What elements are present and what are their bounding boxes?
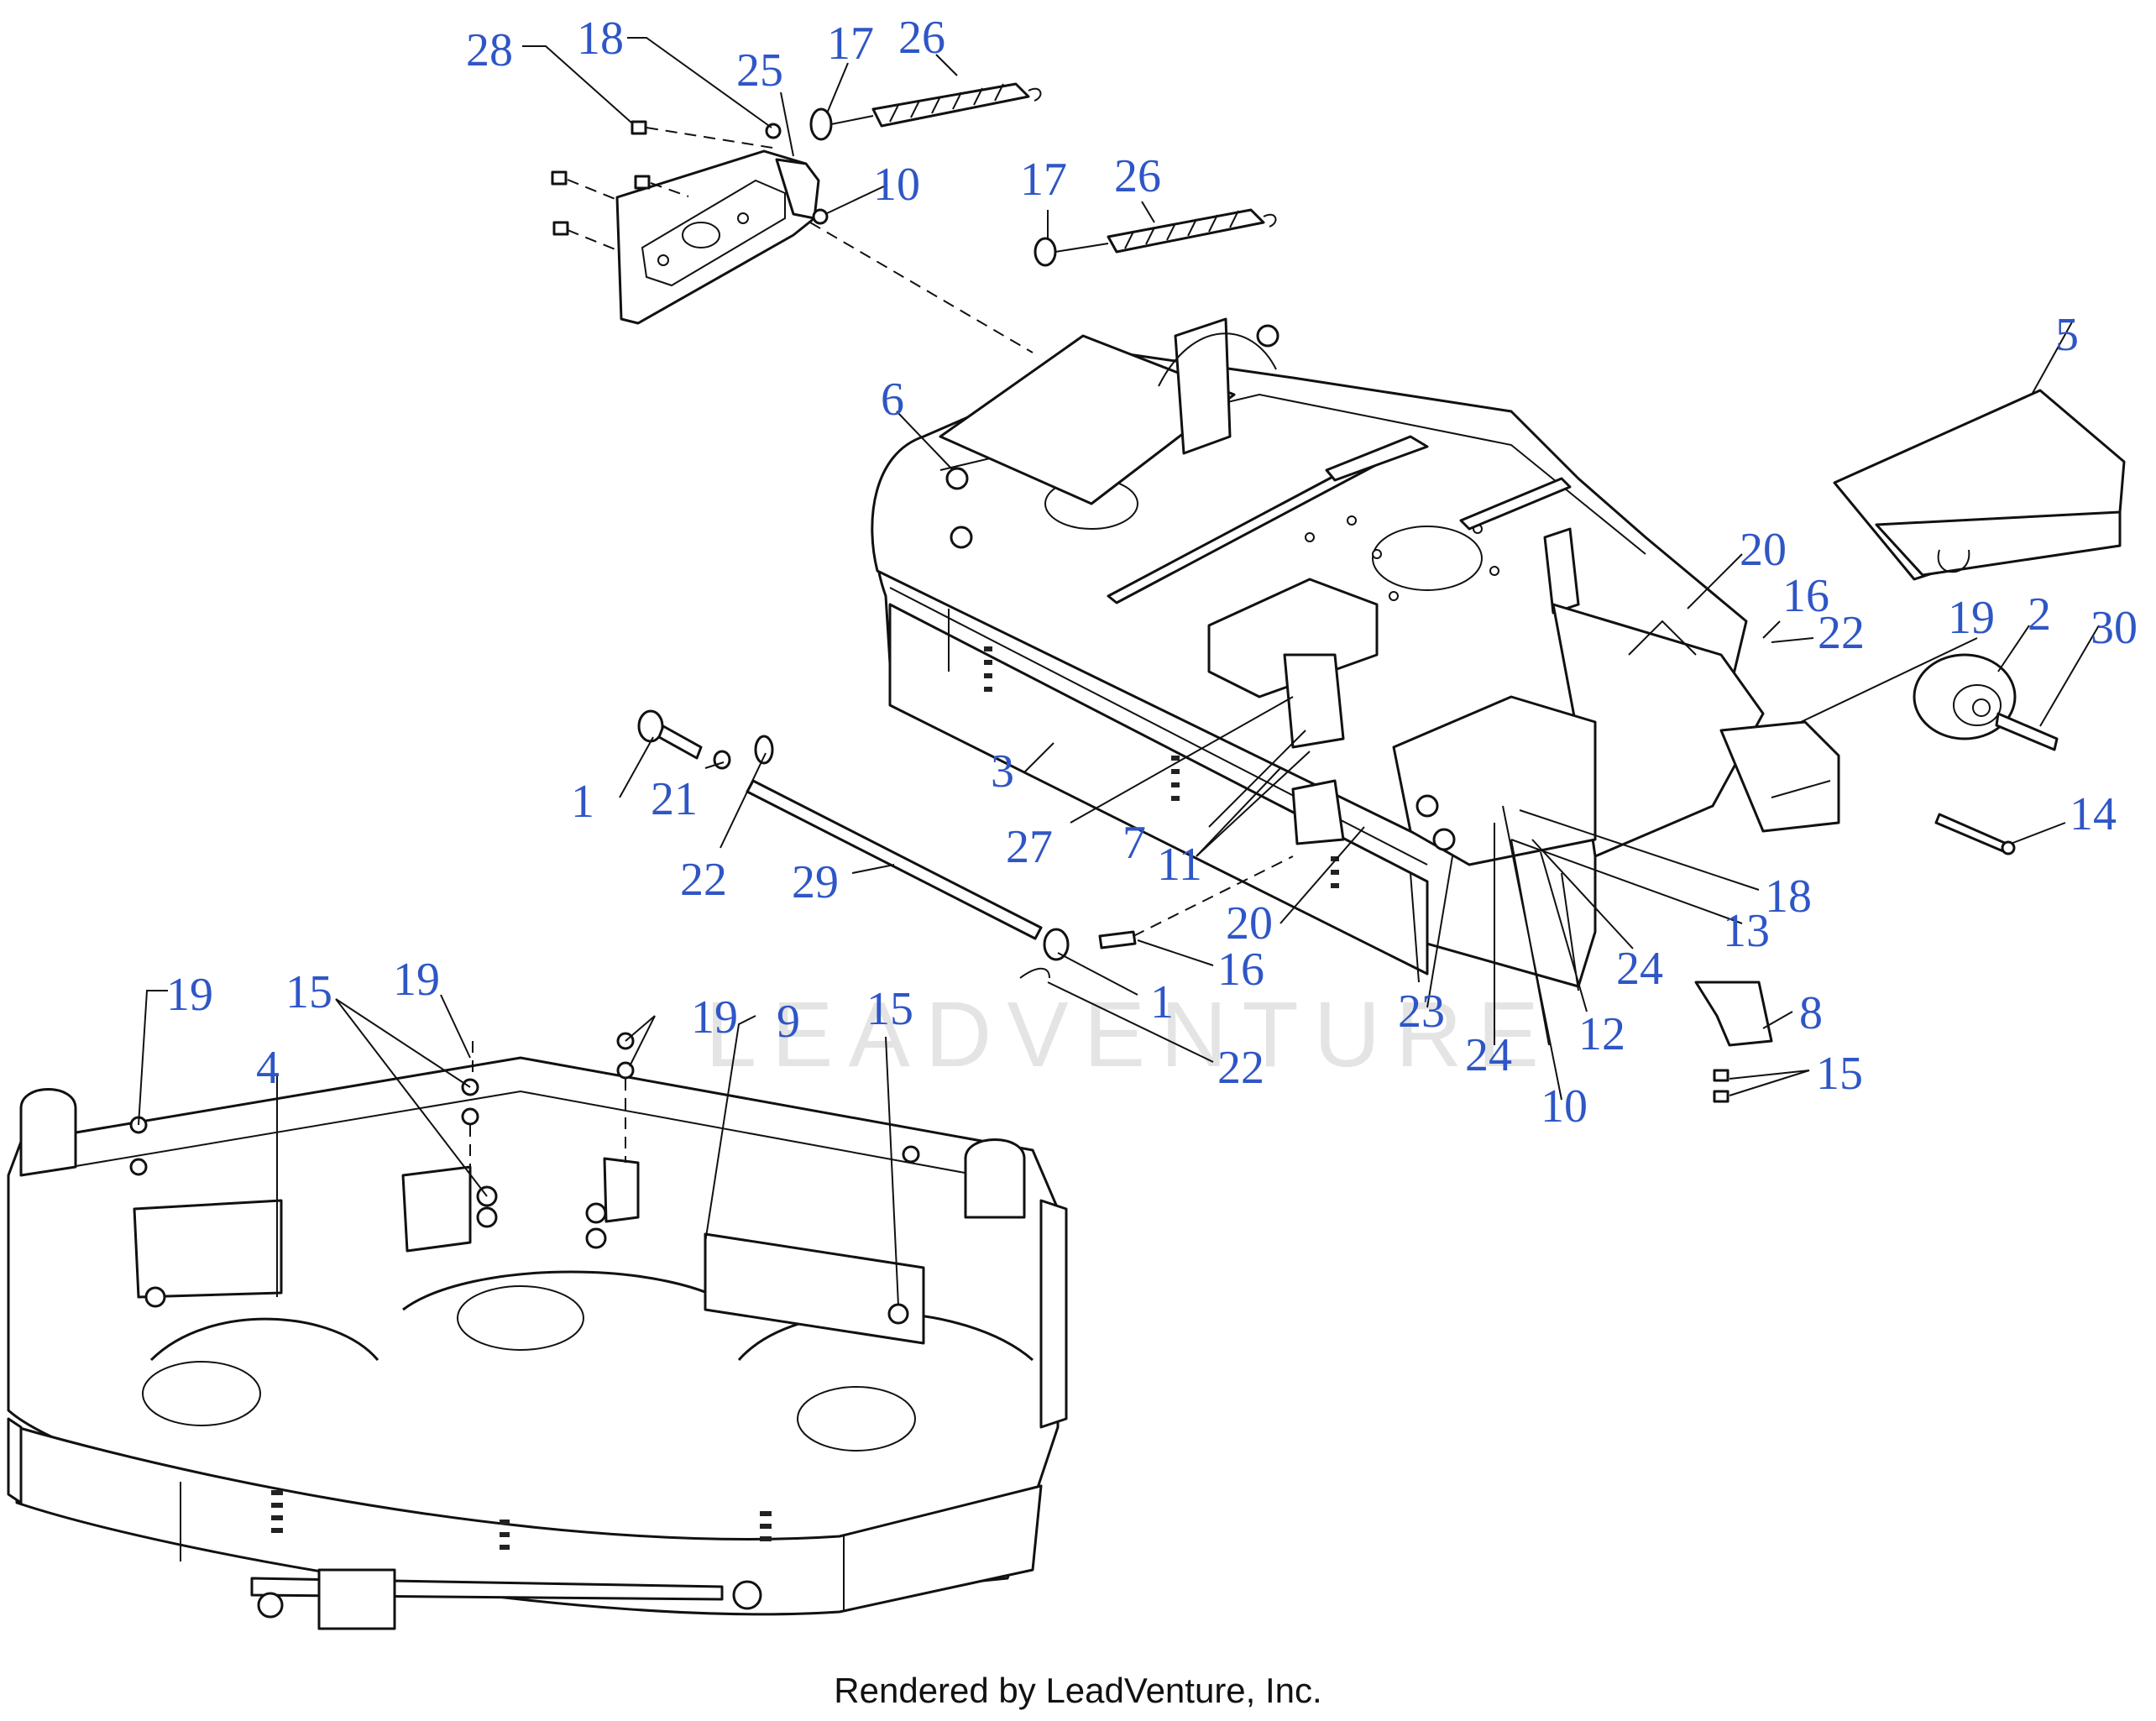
callout-1: 1 xyxy=(1150,976,1174,1028)
callout-10: 10 xyxy=(1541,1080,1588,1133)
deck-bracket-plate xyxy=(615,149,820,325)
leader-lines xyxy=(138,37,2100,1306)
callout-10: 10 xyxy=(873,159,920,211)
callout-6: 6 xyxy=(881,374,904,426)
callout-12: 12 xyxy=(1578,1008,1625,1060)
callout-21: 21 xyxy=(651,773,698,825)
callout-26: 26 xyxy=(1114,150,1161,202)
caster-wheel xyxy=(1913,653,2017,740)
callout-16: 16 xyxy=(1217,944,1264,996)
lower-deck-housing xyxy=(7,1056,1060,1616)
callout-22: 22 xyxy=(1217,1042,1264,1094)
wheel-pin xyxy=(1934,813,2016,855)
callout-15: 15 xyxy=(285,966,332,1018)
callout-19: 19 xyxy=(691,991,738,1044)
callout-1: 1 xyxy=(571,776,594,828)
spring-lower xyxy=(1034,208,1277,267)
deck-rails xyxy=(1107,435,1580,615)
callout-19: 19 xyxy=(1948,592,1995,644)
callout-8: 8 xyxy=(1799,987,1823,1039)
callout-7: 7 xyxy=(1122,817,1146,869)
callout-15: 15 xyxy=(1816,1048,1863,1100)
footer-credit: Rendered by LeadVenture, Inc. xyxy=(834,1671,1322,1710)
callout-4: 4 xyxy=(256,1042,280,1094)
callout-15: 15 xyxy=(866,983,913,1035)
watermark-text: LEADVENTURE xyxy=(705,983,1554,1086)
deck-hitch-brackets xyxy=(945,324,1456,851)
callout-22: 22 xyxy=(1818,607,1865,659)
discharge-shield xyxy=(1833,389,2126,581)
callout-labels: 28 18 25 17 26 10 17 26 5 6 20 16 22 19 … xyxy=(166,12,2138,1133)
callout-20: 20 xyxy=(1740,524,1787,576)
callout-9: 9 xyxy=(777,996,800,1048)
linkage-rod xyxy=(637,709,1294,979)
callout-18: 18 xyxy=(577,13,624,65)
lower-deck-vents xyxy=(271,1490,772,1550)
callout-18: 18 xyxy=(1765,871,1812,923)
gauge-bracket-plate xyxy=(1694,981,1773,1103)
callout-26: 26 xyxy=(898,12,945,64)
deck-vents xyxy=(984,646,1339,888)
callout-25: 25 xyxy=(736,44,783,97)
callout-16: 16 xyxy=(1782,570,1829,622)
callout-19: 19 xyxy=(166,969,213,1021)
callout-27: 27 xyxy=(1006,821,1053,873)
deck-rear-frame xyxy=(1392,603,1840,866)
lower-deck-rollers xyxy=(7,1088,1068,1504)
bracket-dashed-paths xyxy=(567,127,1034,353)
callout-29: 29 xyxy=(792,856,839,908)
callout-13: 13 xyxy=(1723,905,1770,957)
callout-14: 14 xyxy=(2070,788,2117,840)
callout-28: 28 xyxy=(466,24,513,76)
callout-24: 24 xyxy=(1465,1029,1512,1081)
callout-22: 22 xyxy=(680,854,727,906)
lower-deck-linkage xyxy=(250,1568,762,1630)
callout-17: 17 xyxy=(827,18,874,70)
callout-24: 24 xyxy=(1616,943,1663,995)
callout-3: 3 xyxy=(991,745,1014,798)
spring-upper xyxy=(809,82,1042,141)
callout-17: 17 xyxy=(1020,154,1067,206)
callout-30: 30 xyxy=(2091,602,2138,654)
callout-5: 5 xyxy=(2055,309,2079,361)
callout-23: 23 xyxy=(1398,986,1445,1038)
bracket-bolts xyxy=(551,120,829,236)
wheel-axle xyxy=(1995,712,2059,751)
callout-11: 11 xyxy=(1157,839,1202,891)
callout-2: 2 xyxy=(2028,588,2051,641)
callout-19: 19 xyxy=(393,954,440,1006)
callout-20: 20 xyxy=(1226,897,1273,949)
